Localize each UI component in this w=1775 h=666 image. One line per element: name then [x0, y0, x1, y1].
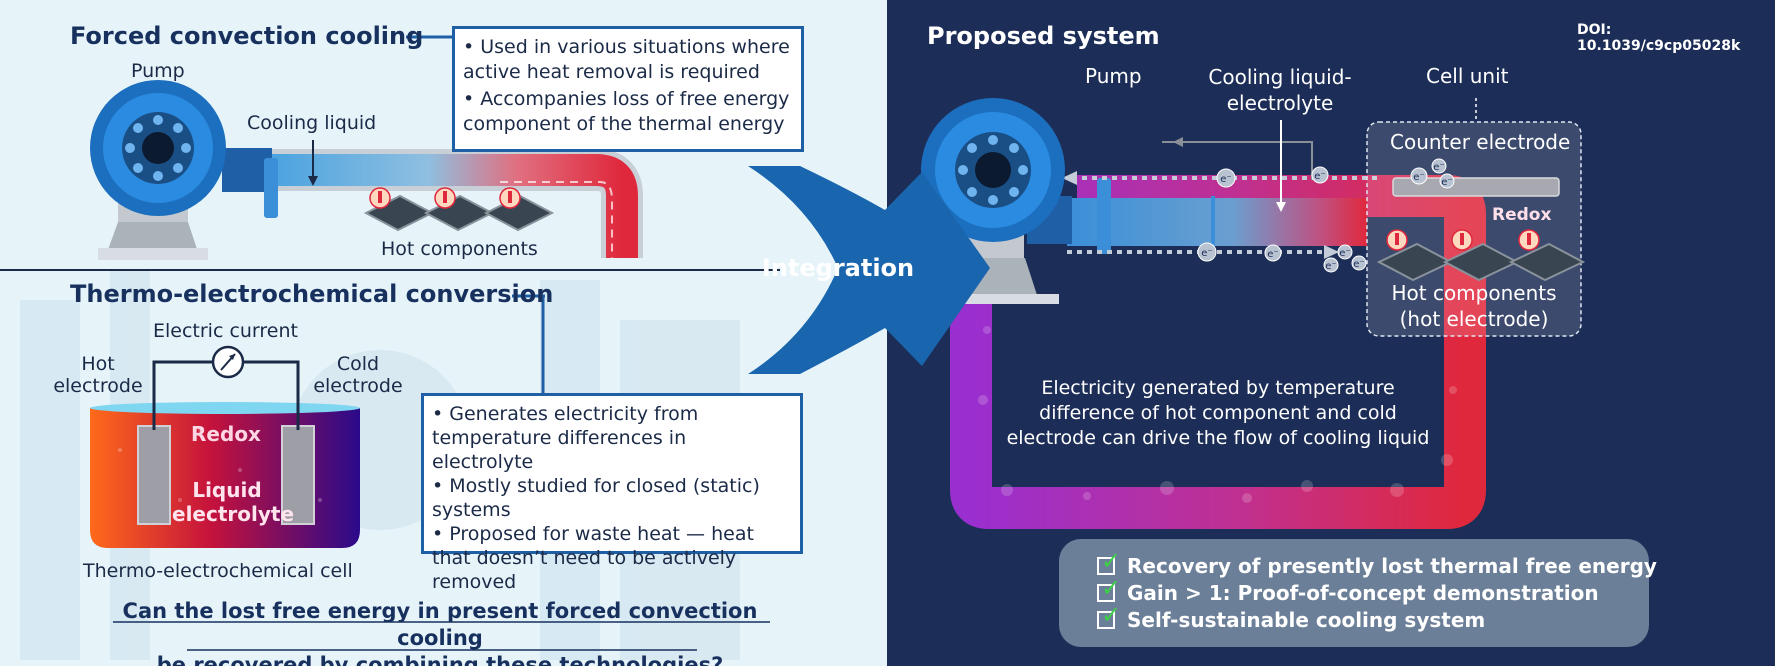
pump-label: Pump — [131, 60, 185, 82]
info-bullet: • Used in various situations where activ… — [463, 36, 790, 83]
pump-icon — [90, 80, 226, 260]
left-panel: Forced convection cooling Pump Cooling l… — [0, 0, 887, 666]
question-line-2: be recovered by combining these technolo… — [156, 653, 724, 666]
hot-components-line-2: (hot electrode) — [1399, 307, 1549, 331]
question-line-1: Can the lost free energy in present forc… — [122, 599, 758, 650]
forced-convection-title: Forced convection cooling — [70, 22, 424, 50]
cooling-label-line-2: electrolyte — [1226, 91, 1334, 115]
cell-unit-label: Cell unit — [1426, 64, 1509, 88]
electron-symbol: e⁻ — [1267, 249, 1278, 260]
redox-label: Redox — [191, 422, 261, 446]
proposed-system-title: Proposed system — [927, 22, 1160, 50]
electron-symbol: e⁻ — [1339, 248, 1350, 259]
cooling-pipe — [222, 148, 643, 258]
thermo-cell-label: Thermo-electrochemical cell — [83, 560, 353, 582]
thermo-conversion-title: Thermo-electrochemical conversion — [70, 280, 554, 308]
thermometer-icon — [369, 187, 521, 209]
checklist-card — [1059, 539, 1649, 647]
checklist-item-label: Recovery of presently lost thermal free … — [1127, 553, 1657, 578]
electron-symbol: e⁻ — [1433, 162, 1444, 173]
counter-electrode-bar — [1392, 177, 1560, 197]
doi-label: DOI: 10.1039/c9cp05028k — [1577, 22, 1741, 54]
hot-components-label: Hot components (hot electrode) — [1367, 280, 1581, 332]
info-bullet: • Proposed for waste heat — heat that do… — [432, 523, 754, 593]
cooling-liquid-electrolyte-label: Cooling liquid- electrolyte — [1185, 64, 1375, 116]
cooling-label-line-1: Cooling liquid- — [1208, 65, 1352, 89]
electric-current-label: Electric current — [153, 320, 298, 342]
info-bullet: • Mostly studied for closed (static) sys… — [432, 475, 760, 521]
checkbox-icon: ✓ — [1097, 603, 1121, 629]
electron-symbol: e⁻ — [1353, 259, 1364, 270]
counter-electrode-label: Counter electrode — [1390, 130, 1571, 154]
checklist: ✓ Recovery of presently lost thermal fre… — [1097, 549, 1657, 633]
electricity-line: difference of hot component and cold — [1039, 402, 1397, 424]
checkbox-icon: ✓ — [1097, 549, 1121, 575]
electron-symbol: e⁻ — [1314, 171, 1325, 182]
thermometer-icon — [1386, 229, 1540, 251]
electron-icon — [1197, 158, 1455, 273]
checklist-item-label: Self-sustainable cooling system — [1127, 607, 1486, 632]
electrolyte-cell — [90, 402, 360, 548]
forced-convection-info-box: • Used in various situations where activ… — [452, 26, 804, 152]
ammeter-icon — [211, 345, 245, 379]
electricity-line: electrode can drive the flow of cooling … — [1006, 427, 1430, 449]
hot-components-label: Hot components — [381, 238, 538, 260]
redox-label: Redox — [1492, 205, 1552, 225]
info-bullet: • Generates electricity from temperature… — [432, 403, 699, 473]
electricity-explanation: Electricity generated by temperature dif… — [1005, 376, 1431, 451]
checklist-item: ✓ Recovery of presently lost thermal fre… — [1097, 549, 1657, 579]
electron-symbol: e⁻ — [1201, 248, 1212, 259]
electron-symbol: e⁻ — [1325, 261, 1336, 272]
thermo-info-box: • Generates electricity from temperature… — [421, 393, 803, 593]
cooling-loop — [950, 175, 1486, 529]
pump-label: Pump — [1085, 64, 1142, 88]
central-question: Can the lost free energy in present forc… — [80, 598, 800, 666]
checklist-item: ✓ Gain > 1: Proof-of-concept demonstrati… — [1097, 576, 1657, 606]
right-panel: e⁻ e⁻ e⁻ e⁻ e⁻ e⁻ e⁻ e⁻ e⁻ e⁻ Proposed s… — [887, 0, 1775, 666]
hot-components-line-1: Hot components — [1391, 281, 1557, 305]
hot-electrode-label: Hot electrode — [53, 353, 143, 397]
info-bullet: • Accompanies loss of free energy compon… — [463, 88, 790, 135]
checklist-item: ✓ Self-sustainable cooling system — [1097, 603, 1657, 633]
checklist-item-label: Gain > 1: Proof-of-concept demonstration — [1127, 580, 1599, 605]
chip-icon — [363, 194, 555, 232]
cold-electrode-label: Cold electrode — [313, 353, 403, 397]
electron-symbol: e⁻ — [1220, 174, 1231, 185]
electron-symbol: e⁻ — [1413, 172, 1424, 183]
liquid-electrolyte-label: Liquid electrolyte — [172, 478, 295, 526]
cooling-liquid-label: Cooling liquid — [247, 112, 377, 134]
electron-symbol: e⁻ — [1441, 177, 1452, 188]
circuit-wire — [152, 360, 300, 430]
checkbox-icon: ✓ — [1097, 576, 1121, 602]
electricity-line: Electricity generated by temperature — [1041, 377, 1395, 399]
pump-icon — [921, 98, 1065, 304]
chip-icon — [1376, 242, 1586, 282]
